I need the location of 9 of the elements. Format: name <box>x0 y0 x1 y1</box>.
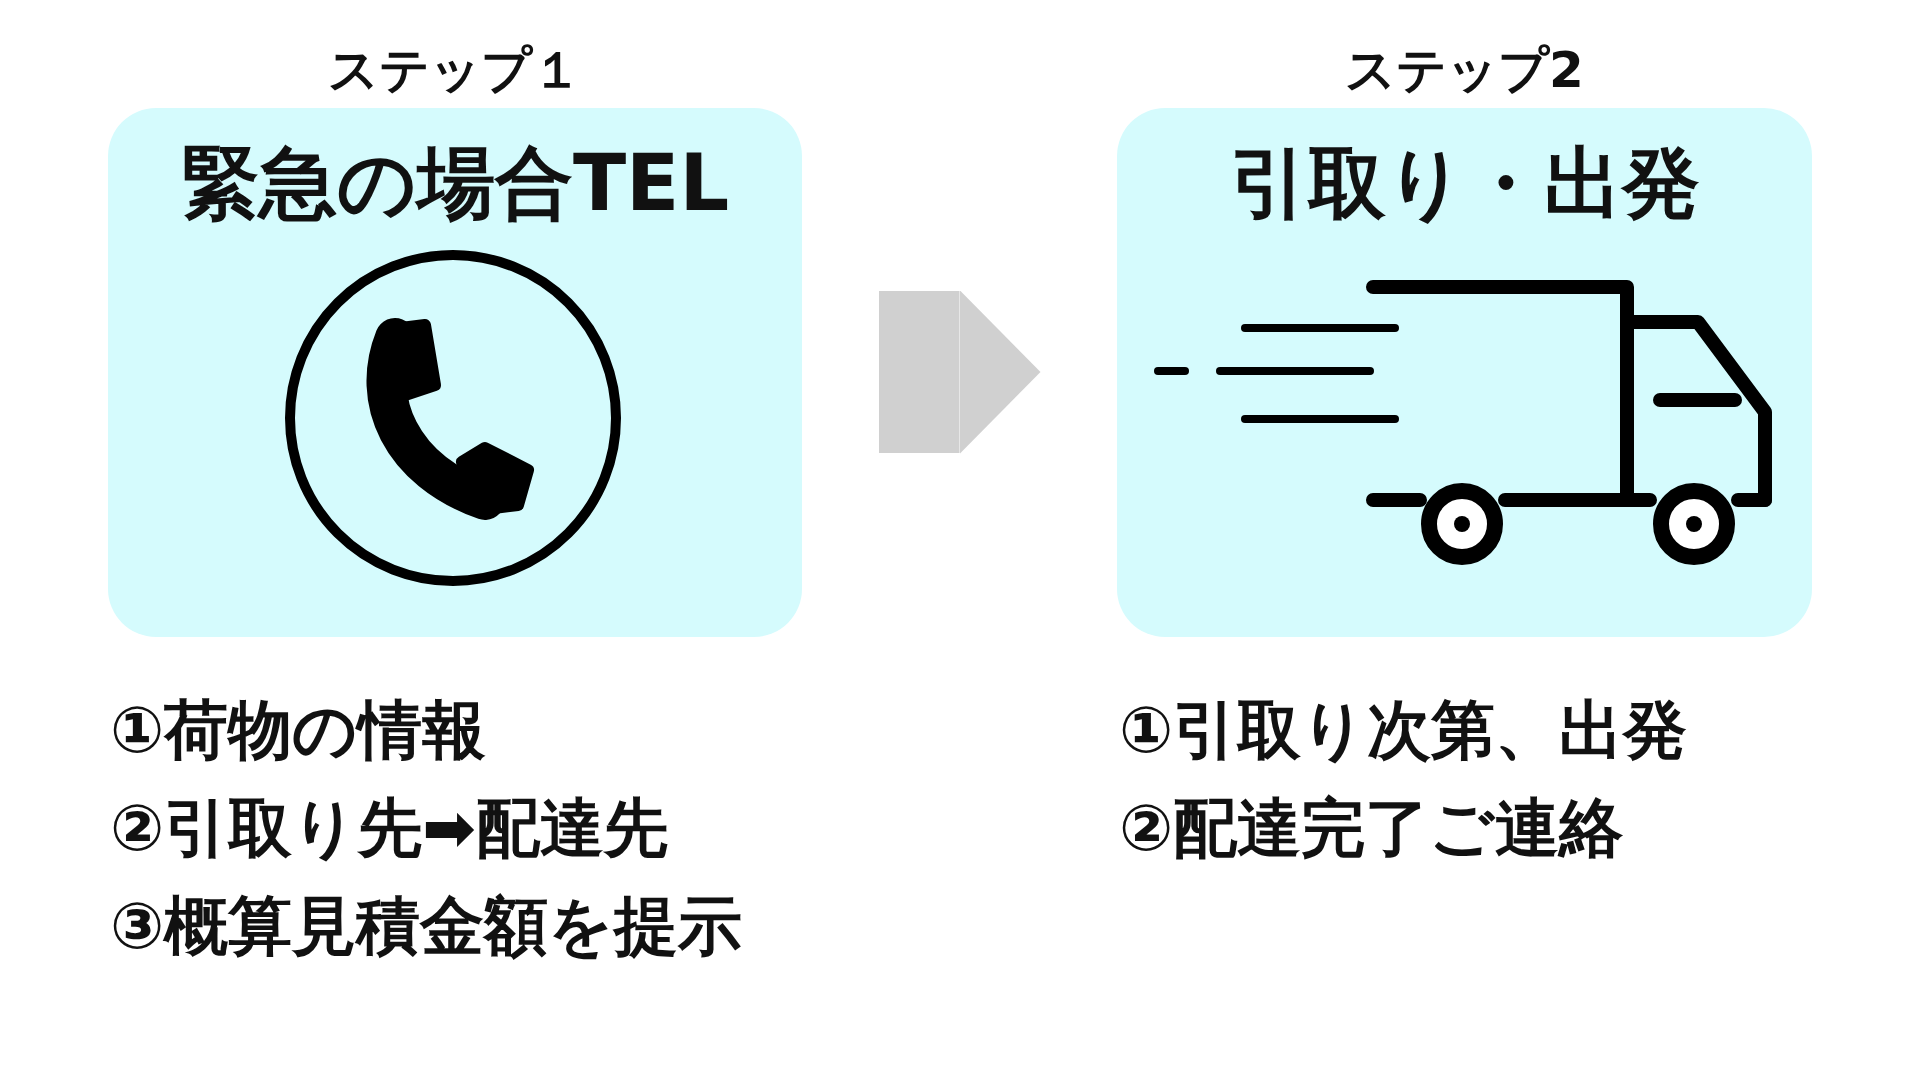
numbered-note: ①荷物の情報 <box>110 692 487 769</box>
card-title: 引取り・出発 <box>1228 138 1701 228</box>
step-heading: ステップ１ <box>327 40 583 100</box>
step-heading: ステップ2 <box>1344 40 1585 100</box>
numbered-note: ②引取り先➡配達先 <box>110 790 668 867</box>
numbered-note: ②配達完了ご連絡 <box>1119 790 1624 867</box>
numbered-note: ③概算見積金額を提示 <box>110 888 743 965</box>
card-title: 緊急の場合TEL <box>179 138 731 228</box>
numbered-note: ①引取り次第、出発 <box>1119 692 1688 769</box>
